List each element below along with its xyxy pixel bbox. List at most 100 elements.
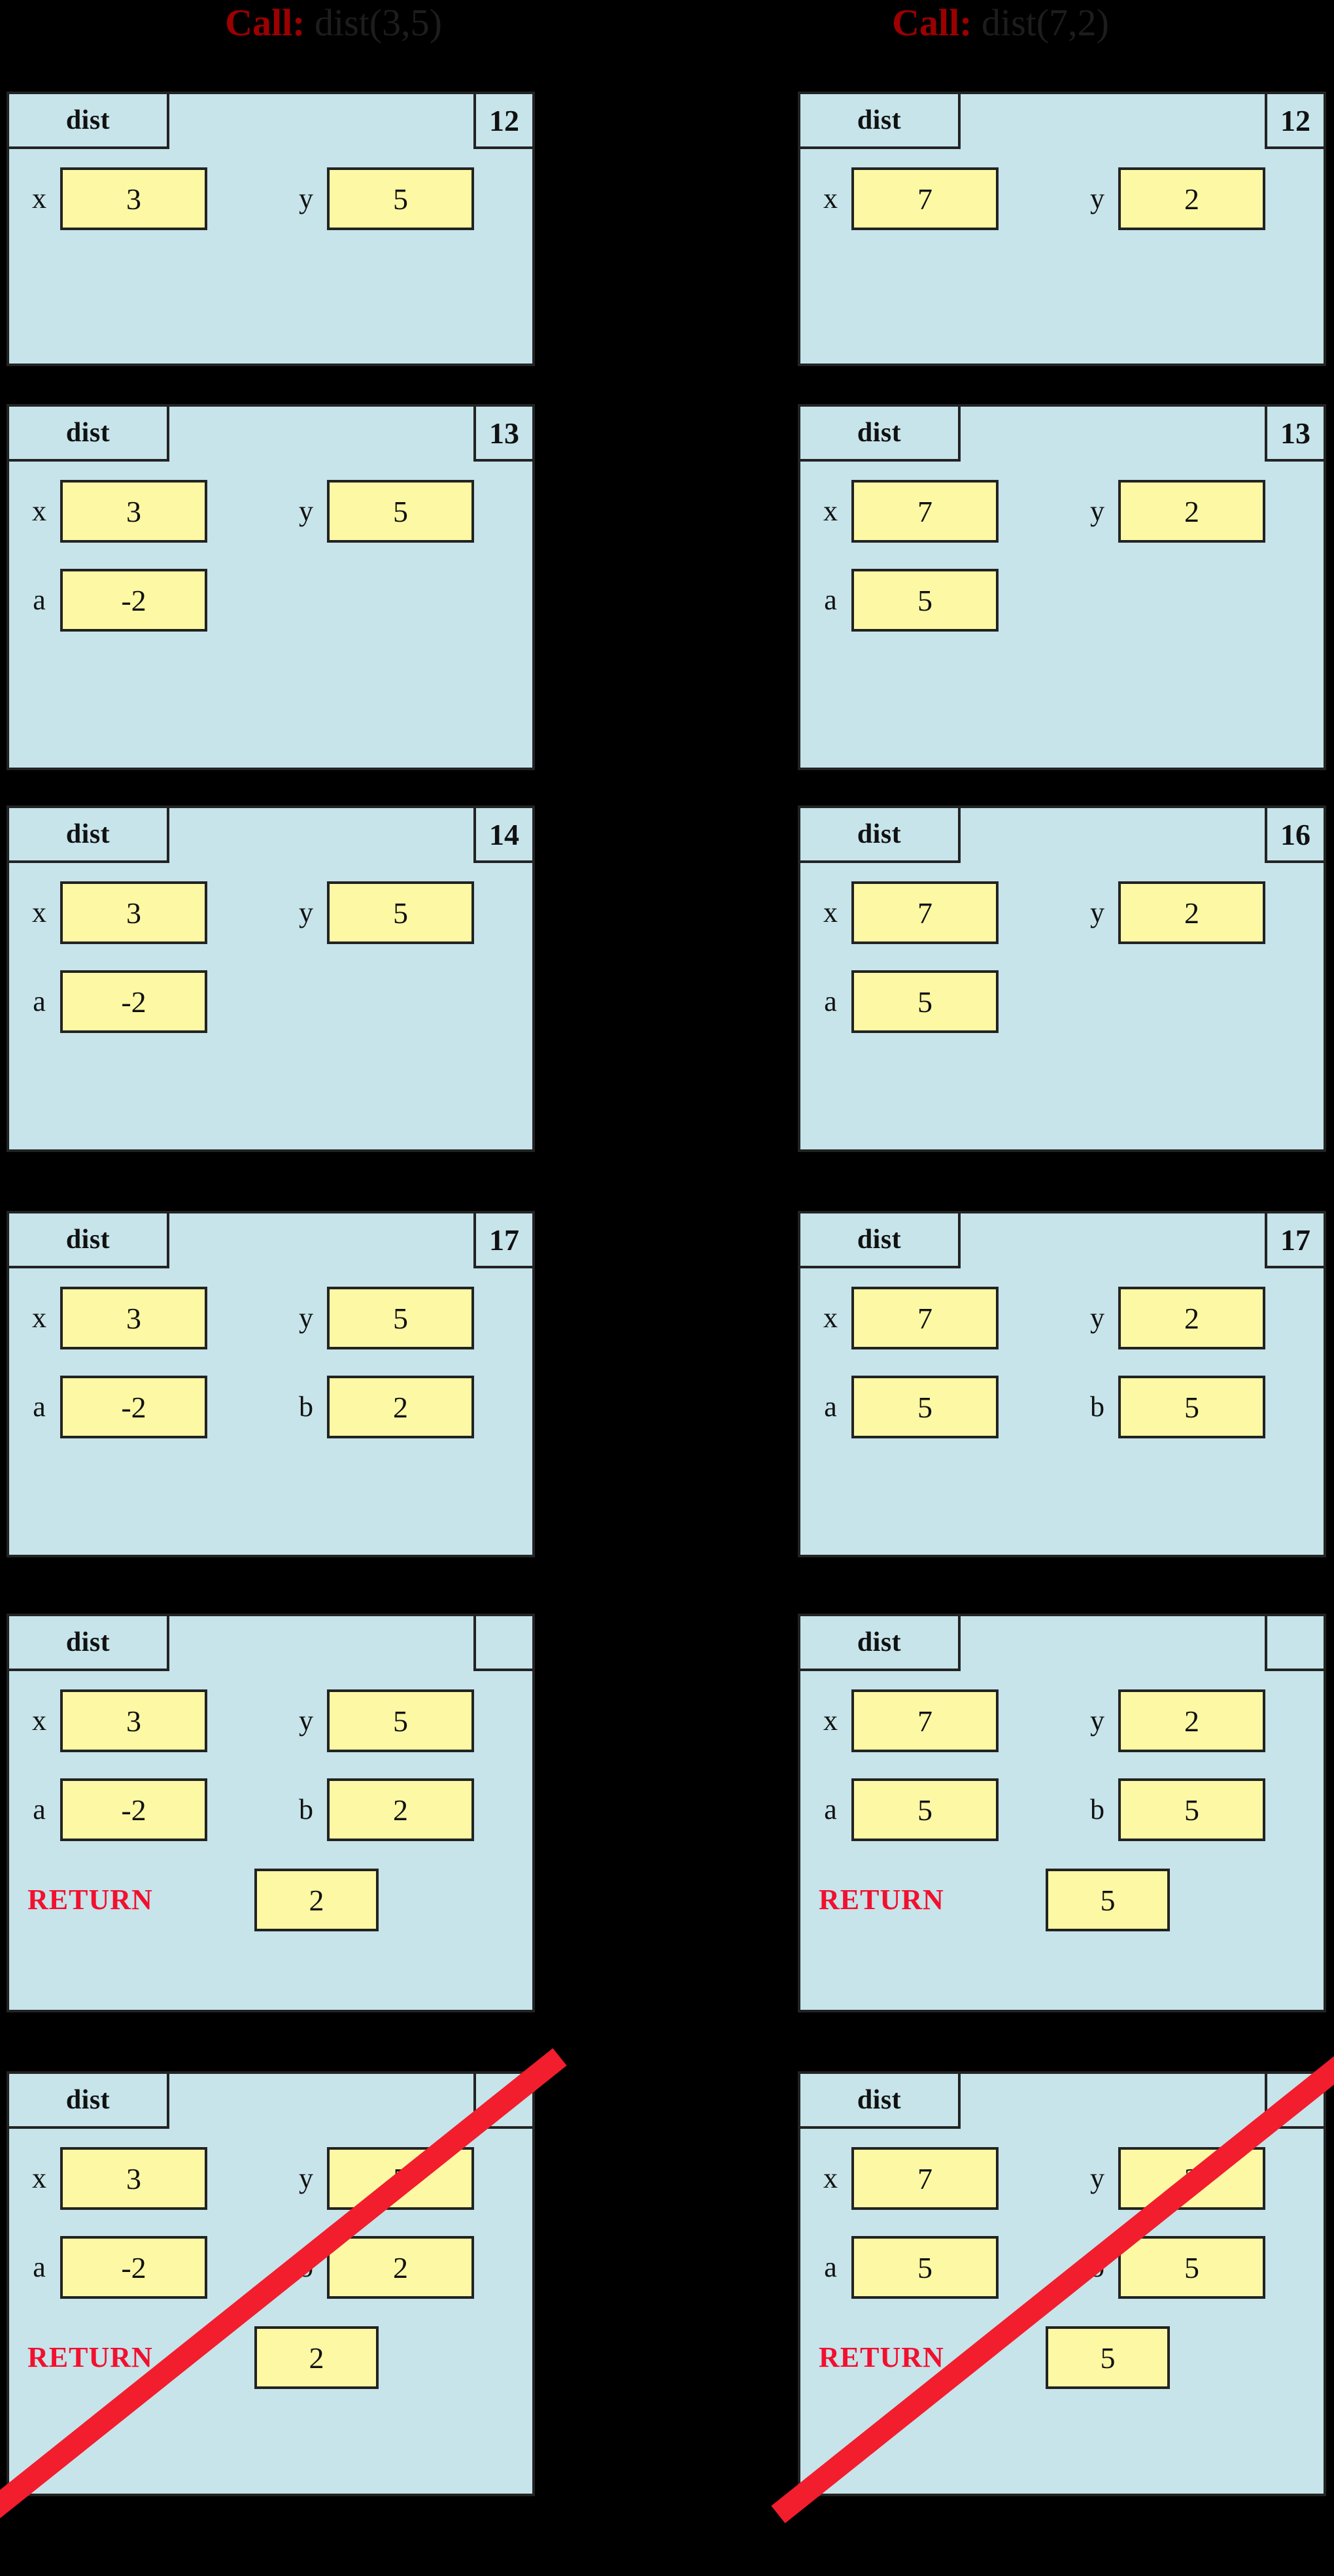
call-expression: dist(7,2) bbox=[972, 1, 1109, 44]
line-number-tab: 16 bbox=[1265, 808, 1324, 863]
variable-value-box: 2 bbox=[1118, 167, 1265, 230]
variable-name-label: x bbox=[823, 896, 838, 928]
variable-name-label: a bbox=[33, 985, 46, 1017]
variable-value-box: 3 bbox=[60, 2147, 207, 2210]
line-number-label: 13 bbox=[1280, 416, 1310, 450]
function-name-label: dist bbox=[65, 1225, 111, 1255]
variable-name-label: a bbox=[33, 584, 46, 616]
variable-value-box: 7 bbox=[851, 480, 999, 543]
variable-name-label: y bbox=[1090, 182, 1104, 214]
function-name-label: dist bbox=[857, 1225, 902, 1255]
return-value-box: 5 bbox=[1046, 1869, 1170, 1931]
line-number-tab: 17 bbox=[1265, 1213, 1324, 1268]
variable-name-label: b bbox=[299, 1793, 313, 1825]
variable-value-box: 5 bbox=[1118, 1376, 1265, 1438]
variable-cell-a: a-2 bbox=[24, 569, 207, 632]
variable-value-box: 5 bbox=[327, 167, 474, 230]
line-number-tab: 17 bbox=[473, 1213, 532, 1268]
variable-name-label: b bbox=[1090, 1793, 1104, 1825]
frame-header: dist 12 bbox=[800, 94, 1324, 149]
line-number-tab: 12 bbox=[1265, 94, 1324, 149]
variable-name-label: x bbox=[32, 1302, 46, 1334]
call-label: Call: bbox=[892, 1, 972, 44]
variable-name-label: y bbox=[299, 1302, 313, 1334]
return-value-box: 2 bbox=[254, 2326, 379, 2389]
variable-name-label: x bbox=[32, 495, 46, 527]
variable-name-label: y bbox=[299, 495, 313, 527]
variable-value-box: 5 bbox=[327, 1689, 474, 1752]
variable-value-box: 2 bbox=[1118, 480, 1265, 543]
variable-value-box: 5 bbox=[327, 881, 474, 944]
variable-name-label: x bbox=[823, 1704, 838, 1737]
function-name-tab: dist bbox=[800, 808, 961, 863]
variable-value-box: -2 bbox=[60, 2236, 207, 2299]
variable-value-box: 7 bbox=[851, 1689, 999, 1752]
variable-name-label: a bbox=[824, 985, 837, 1017]
function-name-label: dist bbox=[857, 2085, 902, 2115]
call-header-2: Call: dist(7,2) bbox=[667, 3, 1334, 43]
frame-header: dist 16 bbox=[800, 808, 1324, 863]
function-name-label: dist bbox=[857, 418, 902, 448]
function-name-label: dist bbox=[857, 105, 902, 135]
variable-value-box: 7 bbox=[851, 881, 999, 944]
return-label: RETURN bbox=[27, 2341, 153, 2373]
variable-value-box: 3 bbox=[60, 1287, 207, 1349]
variable-name-label: x bbox=[32, 2162, 46, 2194]
variable-value-box: 5 bbox=[327, 480, 474, 543]
frame-header: dist bbox=[9, 2074, 532, 2129]
frame-header: dist bbox=[9, 1616, 532, 1671]
call-label: Call: bbox=[225, 1, 305, 44]
line-number-label: 17 bbox=[1280, 1223, 1310, 1257]
variable-name-label: x bbox=[823, 1302, 838, 1334]
frame-header: dist 13 bbox=[9, 407, 532, 462]
return-row: RETURN 2 bbox=[9, 2326, 532, 2389]
variable-value-box: 2 bbox=[1118, 881, 1265, 944]
function-name-tab: dist bbox=[9, 407, 169, 462]
frame-header: dist 17 bbox=[800, 1213, 1324, 1268]
frame-header: dist bbox=[800, 1616, 1324, 1671]
line-number-tab: 13 bbox=[473, 407, 532, 462]
variable-name-label: a bbox=[824, 1793, 837, 1825]
